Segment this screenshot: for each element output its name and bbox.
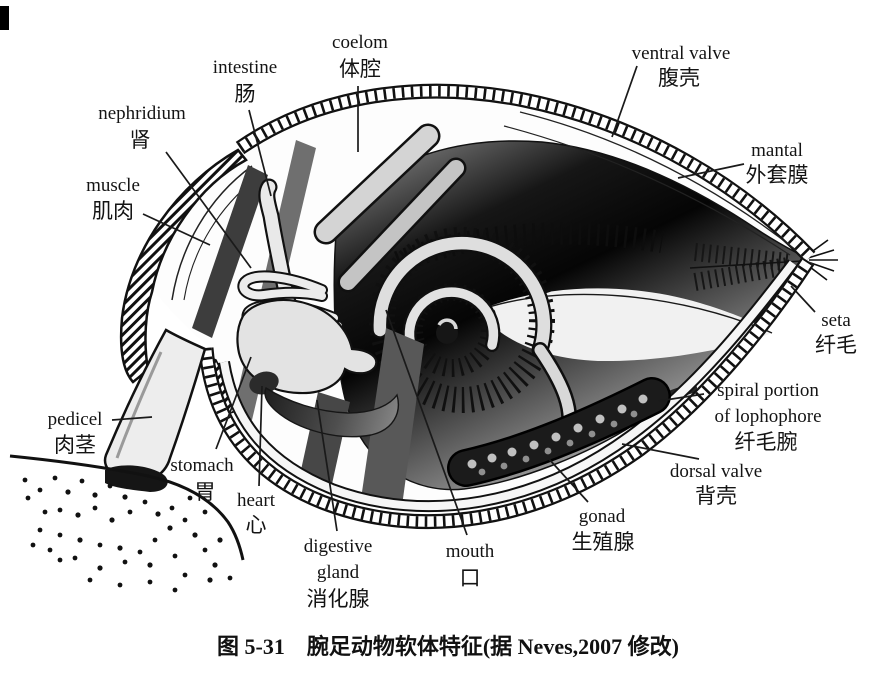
svg-text:heart: heart [237, 490, 276, 511]
label-lophophore: spiral portion of lophophore 纤毛腕 [714, 380, 821, 454]
label-mouth: mouth 口 [446, 541, 495, 590]
svg-text:肾: 肾 [130, 128, 151, 152]
svg-text:ventral valve: ventral valve [632, 43, 731, 64]
svg-text:dorsal valve: dorsal valve [670, 461, 762, 482]
leader-ventral-valve [611, 65, 638, 138]
leader-digestive-gland [316, 399, 338, 532]
label-stomach: stomach 胃 [170, 455, 234, 504]
figure-caption: 图 5-31 腕足动物软体特征(据 Neves,2007 修改) [217, 634, 679, 659]
svg-text:mantal: mantal [751, 140, 803, 161]
label-muscle: muscle 肌肉 [86, 175, 140, 223]
label-digestive-gland: digestive gland 消化腺 [304, 536, 373, 611]
label-ventral-valve: ventral valve 腹壳 [632, 43, 731, 90]
leader-heart [258, 385, 263, 487]
leader-gonad [548, 458, 589, 503]
leader-mouth [385, 309, 468, 536]
shell-ventral-valve-band [235, 83, 816, 263]
heart-body [249, 371, 279, 395]
label-pedicel: pedicel 肉茎 [48, 409, 103, 457]
svg-text:mouth: mouth [446, 541, 495, 562]
svg-text:口: 口 [460, 566, 481, 590]
scan-artifact [0, 6, 9, 30]
leader-dorsal-valve [621, 443, 700, 460]
shell-dorsal-valve-band [198, 256, 815, 530]
svg-text:stomach: stomach [170, 455, 234, 476]
label-nephridium: nephridium 肾 [98, 103, 186, 152]
label-heart: heart 心 [237, 490, 276, 537]
svg-text:纤毛腕: 纤毛腕 [735, 430, 798, 454]
svg-text:纤毛: 纤毛 [815, 333, 857, 357]
svg-text:seta: seta [821, 310, 851, 331]
svg-text:pedicel: pedicel [48, 409, 103, 430]
svg-text:spiral portion: spiral portion [717, 380, 819, 401]
leader-seta [790, 285, 816, 313]
digestive-gland-body [264, 386, 399, 438]
gonad-body [447, 377, 671, 487]
leader-intestine [248, 109, 272, 197]
substrate-ground [9, 454, 245, 593]
substrate-stipple [22, 475, 233, 593]
label-intestine: intestine 肠 [213, 57, 277, 106]
leader-mantle [677, 163, 745, 179]
svg-text:coelom: coelom [332, 32, 388, 53]
leader-lines [111, 65, 816, 536]
svg-text:肠: 肠 [235, 82, 256, 106]
svg-text:背壳: 背壳 [695, 484, 737, 508]
svg-text:肉茎: 肉茎 [54, 433, 96, 457]
label-dorsal-valve: dorsal valve 背壳 [670, 461, 762, 508]
svg-text:腹壳: 腹壳 [658, 66, 700, 90]
leader-lophophore [658, 393, 705, 402]
svg-text:心: 心 [246, 513, 267, 537]
svg-text:of lophophore: of lophophore [714, 406, 821, 427]
labels: coelom 体腔 intestine 肠 nephridium 肾 muscl… [48, 32, 857, 611]
label-seta: seta 纤毛 [815, 310, 857, 357]
label-coelom: coelom 体腔 [332, 32, 388, 81]
svg-text:digestive: digestive [304, 536, 373, 557]
mantle-lining [503, 111, 797, 256]
mantle-inner-strip [218, 259, 798, 513]
svg-text:muscle: muscle [86, 175, 140, 196]
svg-text:nephridium: nephridium [98, 103, 186, 124]
label-mantle: mantal 外套膜 [746, 140, 809, 187]
svg-text:gland: gland [317, 562, 360, 583]
leader-pedicel [111, 416, 153, 421]
leader-stomach [215, 356, 252, 450]
stomach-body [236, 298, 378, 395]
seta-bristles [689, 239, 838, 291]
svg-text:消化腺: 消化腺 [307, 587, 370, 611]
label-gonad: gonad 生殖腺 [572, 506, 635, 554]
svg-text:胃: 胃 [195, 480, 216, 504]
svg-text:intestine: intestine [213, 57, 277, 78]
svg-text:肌肉: 肌肉 [92, 199, 134, 223]
leader-nephridium [165, 151, 252, 269]
svg-text:体腔: 体腔 [339, 57, 381, 81]
svg-text:gonad: gonad [579, 506, 626, 527]
svg-text:生殖腺: 生殖腺 [572, 530, 635, 554]
mantle-cavity-light-gap [479, 288, 773, 362]
leader-muscle [142, 213, 211, 246]
svg-text:外套膜: 外套膜 [746, 163, 809, 187]
